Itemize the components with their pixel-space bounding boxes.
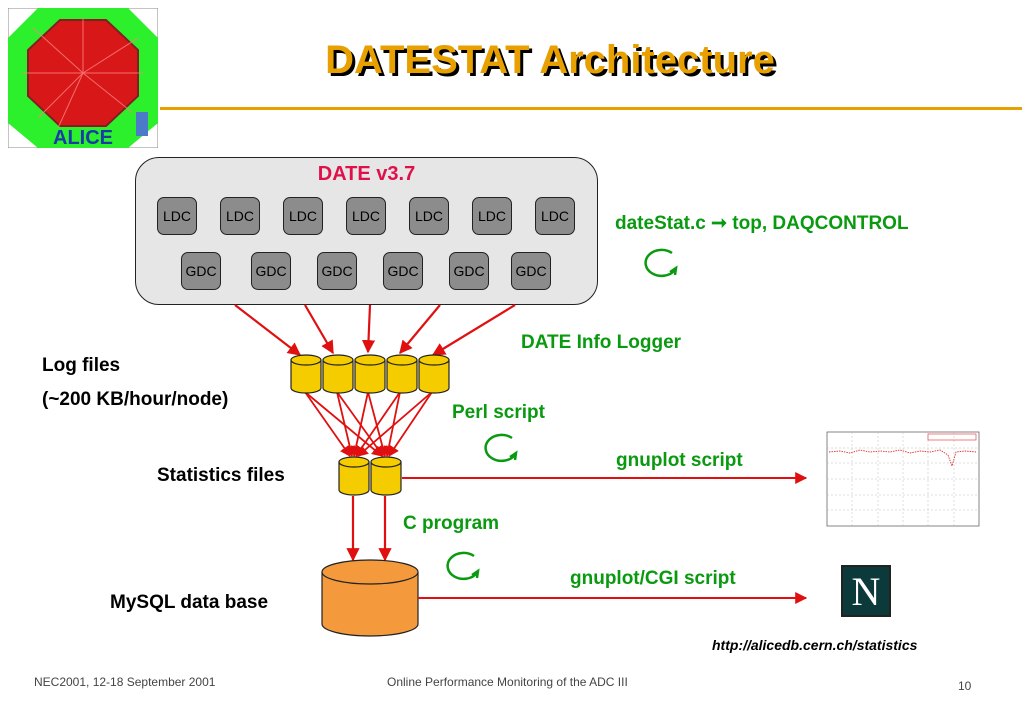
ldc-node: LDC — [157, 197, 197, 235]
log-arrows — [234, 304, 516, 356]
slide-title: DATESTAT Architecture — [325, 38, 775, 82]
gdc-node: GDC — [383, 252, 423, 290]
ldc-node: LDC — [535, 197, 575, 235]
statistics-files-label: Statistics files — [157, 465, 285, 486]
ldc-node: LDC — [409, 197, 449, 235]
perl-script-label: Perl script — [452, 402, 545, 423]
c-program-label: C program — [403, 513, 500, 534]
ldc-node: LDC — [472, 197, 512, 235]
datestat-suffix: top, DAQCONTROL — [732, 213, 909, 234]
footer-center: Online Performance Monitoring of the ADC… — [387, 675, 628, 689]
statistics-files-disks — [338, 456, 402, 496]
statistics-url: http://alicedb.cern.ch/statistics — [712, 637, 918, 653]
mysql-database — [321, 559, 419, 637]
gnuplot-script-label: gnuplot script — [616, 450, 743, 471]
gnuplot-cgi-label: gnuplot/CGI script — [570, 568, 736, 589]
logo-text: ALICE — [53, 127, 113, 148]
cycle-icon — [446, 551, 480, 581]
title-rule — [160, 107, 1022, 110]
ldc-node: LDC — [220, 197, 260, 235]
gdc-node: GDC — [511, 252, 551, 290]
gdc-node: GDC — [317, 252, 357, 290]
cycle-icon — [484, 433, 518, 463]
date-system-label: DATE v3.7 — [317, 163, 416, 185]
netscape-icon: N — [841, 565, 891, 617]
footer-left: NEC2001, 12-18 September 2001 — [34, 675, 216, 689]
ldc-node: LDC — [346, 197, 386, 235]
log-rate-label: (~200 KB/hour/node) — [42, 389, 229, 410]
arrow-right-icon: ➞ — [711, 213, 728, 234]
info-logger-label: DATE Info Logger — [521, 332, 682, 353]
gdc-node: GDC — [181, 252, 221, 290]
mysql-label: MySQL data base — [110, 592, 269, 613]
gnuplot-thumbnail — [808, 422, 988, 537]
alice-logo: ALICE — [8, 8, 158, 148]
gdc-node: GDC — [251, 252, 291, 290]
db-arrows — [346, 496, 392, 562]
page-number: 10 — [958, 679, 972, 693]
gdc-node: GDC — [449, 252, 489, 290]
cycle-icon — [644, 248, 678, 278]
stat-arrows — [304, 391, 433, 458]
datestat-prefix: dateStat.c — [615, 213, 706, 234]
ldc-node: LDC — [283, 197, 323, 235]
log-files-disks — [290, 354, 450, 394]
log-files-label: Log files — [42, 355, 121, 376]
datestat-label: dateStat.c ➞ top, DAQCONTROL — [615, 212, 909, 235]
